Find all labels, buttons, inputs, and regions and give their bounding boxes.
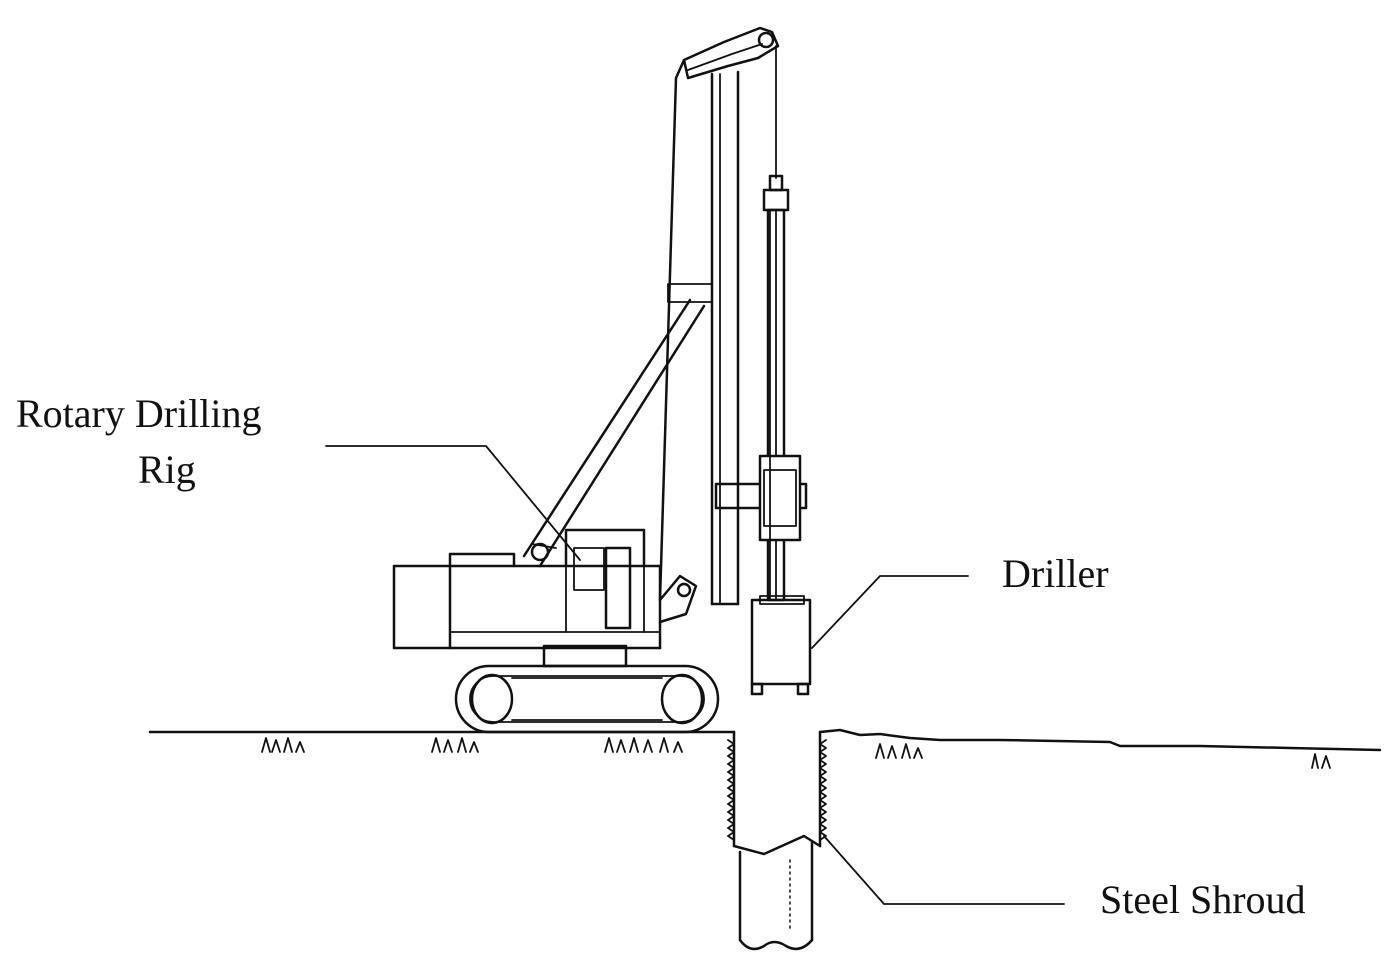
leader-lines bbox=[325, 445, 1065, 905]
mast bbox=[658, 26, 780, 606]
driller-bucket bbox=[750, 595, 812, 696]
steel-shroud bbox=[727, 730, 827, 951]
leader-rig bbox=[325, 445, 581, 561]
leader-shroud bbox=[823, 835, 1065, 905]
luffing-cylinder bbox=[522, 298, 706, 568]
label-driller: Driller bbox=[1002, 551, 1109, 596]
rig-body bbox=[392, 528, 698, 650]
label-steel-shroud: Steel Shroud bbox=[1100, 877, 1306, 922]
label-rotary-drilling-rig-line1: Rotary Drilling bbox=[16, 391, 262, 436]
crawler-track bbox=[454, 664, 720, 734]
turntable bbox=[542, 644, 628, 668]
leader-driller bbox=[811, 575, 969, 649]
label-rotary-drilling-rig-line2: Rig bbox=[138, 447, 196, 492]
ground-line bbox=[148, 728, 1382, 752]
grass-tufts bbox=[261, 737, 1331, 769]
rotary-head bbox=[714, 209, 808, 601]
